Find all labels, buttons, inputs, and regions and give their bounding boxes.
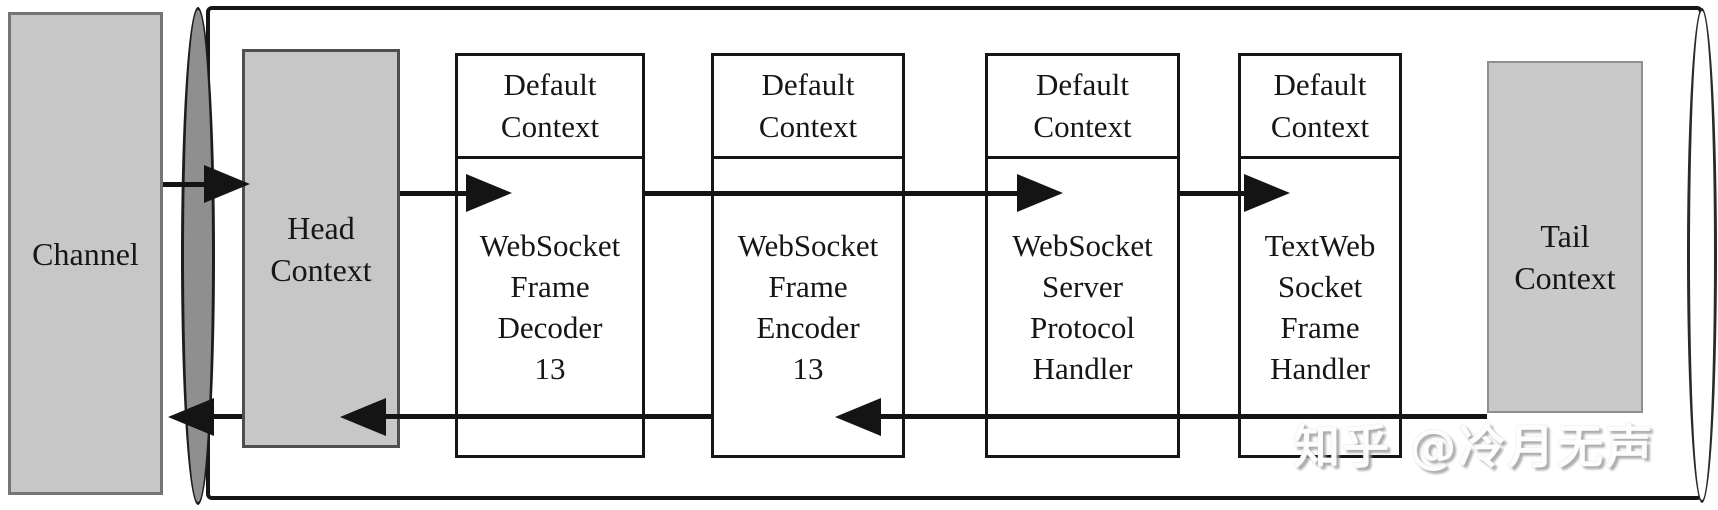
inbound-arrow-channel-to-head (163, 182, 206, 187)
handler-name-line: Socket (1277, 269, 1363, 304)
arrowhead-left-icon (340, 398, 386, 436)
handler-name-line: 13 (792, 351, 824, 386)
tail-context-label-line2: Context (1514, 260, 1616, 296)
channel-label: Channel (32, 235, 139, 272)
handler-name-line: Handler (1270, 351, 1370, 386)
tail-context-label-line1: Tail (1540, 218, 1590, 254)
handler-name-line: Protocol (1029, 310, 1136, 345)
channel-box: Channel (8, 12, 163, 495)
header-line: Default (1273, 67, 1367, 102)
handler-name-line: Handler (1032, 351, 1133, 386)
header-line: Default (503, 67, 597, 102)
handler-box-textweb-socket-frame-handler: Default Context TextWeb Socket Frame Han… (1238, 53, 1402, 458)
handler-box-websocket-frame-decoder: Default Context WebSocket Frame Decoder … (455, 53, 645, 458)
outbound-arrow-head-to-channel (211, 414, 242, 419)
inbound-arrow-head-to-decoder (400, 191, 470, 196)
inbound-arrow-protocol-to-frame-handler (1180, 191, 1247, 196)
handler-name: TextWeb Socket Frame Handler (1241, 159, 1399, 455)
arrowhead-left-icon (835, 398, 881, 436)
arrowhead-right-icon (466, 174, 512, 212)
handler-name-line: WebSocket (479, 228, 621, 263)
header-line: Context (758, 109, 858, 144)
inbound-arrow-decoder-to-protocol-handler (645, 191, 1020, 196)
head-context-box: Head Context (242, 49, 400, 448)
default-context-header: Default Context (1241, 56, 1399, 159)
arrowhead-right-icon (1244, 174, 1290, 212)
arrowhead-right-icon (1017, 174, 1063, 212)
handler-name-line: Frame (1280, 310, 1360, 345)
handler-name-line: Encoder (756, 310, 860, 345)
handler-name-line: WebSocket (737, 228, 879, 263)
handler-box-websocket-server-protocol-handler: Default Context WebSocket Server Protoco… (985, 53, 1180, 458)
outbound-arrow-encoder-to-head (383, 414, 711, 419)
handler-name-line: WebSocket (1012, 228, 1153, 263)
header-line: Default (1036, 67, 1129, 102)
default-context-header: Default Context (714, 56, 902, 159)
handler-name-line: Frame (768, 269, 848, 304)
head-context-label-line2: Context (270, 251, 372, 288)
handler-name: WebSocket Frame Encoder 13 (714, 159, 902, 455)
arrowhead-left-icon (168, 398, 214, 436)
handler-name-line: Frame (510, 269, 590, 304)
header-line: Context (500, 109, 600, 144)
handler-name-line: TextWeb (1264, 228, 1376, 263)
header-line: Context (1033, 109, 1132, 144)
head-context-label-line1: Head (287, 209, 355, 246)
pipeline-right-end-ellipse (1687, 8, 1717, 503)
handler-name: WebSocket Frame Decoder 13 (458, 159, 642, 455)
default-context-header: Default Context (458, 56, 642, 159)
arrowhead-right-icon (204, 165, 250, 203)
handler-name: WebSocket Server Protocol Handler (988, 159, 1177, 455)
zhihu-watermark: 知乎 @冷月无声 (1293, 420, 1655, 475)
handler-name-line: 13 (534, 351, 566, 386)
handler-box-websocket-frame-encoder: Default Context WebSocket Frame Encoder … (711, 53, 905, 458)
tail-context-box: Tail Context (1487, 61, 1643, 413)
handler-name-line: Server (1042, 269, 1123, 304)
handler-name-line: Decoder (497, 310, 603, 345)
outbound-arrow-tail-to-encoder (878, 414, 1487, 419)
default-context-header: Default Context (988, 56, 1177, 159)
header-line: Default (761, 67, 855, 102)
header-line: Context (1270, 109, 1370, 144)
